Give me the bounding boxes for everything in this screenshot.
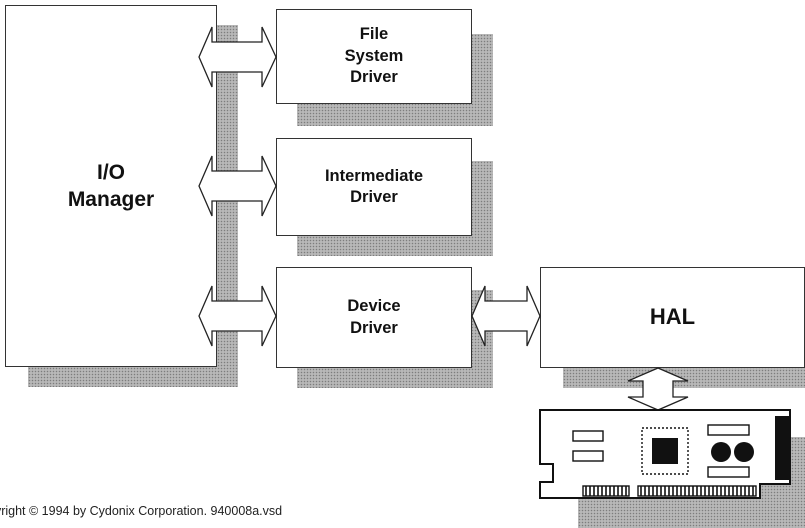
- adapter-card-bracket: [775, 416, 789, 480]
- chip: [652, 438, 678, 464]
- hal-label: HAL: [649, 304, 696, 330]
- capacitor-right: [734, 442, 754, 462]
- intermediate-driver-box: Intermediate Driver: [276, 138, 472, 236]
- file-system-driver-label-line-2: System: [344, 46, 404, 65]
- device-driver-label-line-2: Driver: [350, 318, 398, 337]
- card-slot-lower-right: [707, 466, 750, 478]
- device-driver-box: Device Driver: [276, 267, 472, 368]
- io-manager-label-line-2: Manager: [67, 188, 155, 211]
- file-system-driver-box: File System Driver: [276, 9, 472, 104]
- file-system-driver-label-line-3: Driver: [350, 68, 398, 87]
- device-driver-label-line-1: Device: [347, 297, 401, 316]
- capacitor-left: [711, 442, 731, 462]
- intermediate-driver-label-line-2: Driver: [350, 188, 398, 206]
- io-to-device-driver-double-arrow: [198, 285, 277, 347]
- io-manager-label-line-1: I/O: [96, 160, 125, 184]
- copyright-note: pyright © 1994 by Cydonix Corporation. 9…: [0, 504, 283, 518]
- adapter-card-icon: [539, 409, 791, 499]
- hal-box: HAL: [540, 267, 805, 368]
- edge-connector-right-pins: [640, 486, 754, 496]
- hal-to-hardware-double-arrow: [627, 367, 689, 411]
- file-system-driver-label-line-1: File: [359, 25, 389, 44]
- device-driver-to-hal-double-arrow: [471, 285, 541, 347]
- edge-connector-left-pins: [585, 486, 627, 496]
- io-manager-box: I/O Manager: [5, 5, 217, 367]
- io-to-intermediate-double-arrow: [198, 155, 277, 217]
- intermediate-driver-label-line-1: Intermediate: [324, 166, 424, 185]
- card-slot-upper-left: [572, 430, 604, 442]
- card-slot-lower-left: [572, 450, 604, 462]
- io-to-file-system-double-arrow: [198, 26, 277, 88]
- card-slot-upper-right: [707, 424, 750, 436]
